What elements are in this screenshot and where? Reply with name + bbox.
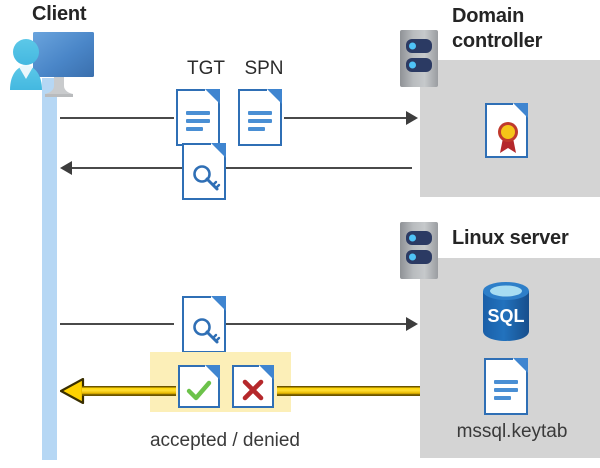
tgt-label: TGT [187,58,225,79]
rack-slot [406,231,432,245]
accepted-document-icon [178,365,220,408]
rack-slot [406,250,432,264]
doc-fold-icon [211,296,226,311]
flow4-line-right [277,386,420,396]
spn-label: SPN [244,58,284,79]
seal-ribbon-icon [498,122,518,153]
flow3-line-right [226,323,412,325]
key-icon [193,165,221,191]
key-icon [193,318,221,344]
request-key-document-icon [182,296,226,353]
keytab-document-icon [484,358,528,415]
flow1-line-right [284,117,412,119]
rack-slot [406,39,432,53]
keytab-label: mssql.keytab [456,421,568,442]
doc-fold-icon [513,358,528,373]
client-lifeline [42,78,57,460]
tgt-document-icon [176,89,220,146]
linux-server-rack-icon [400,222,438,279]
svg-text:SQL: SQL [487,306,524,326]
doc-fold-icon [267,89,282,104]
domain-controller-rack-icon [400,30,438,87]
doc-fold-icon [205,89,220,104]
flow2-arrowhead [60,161,72,175]
doc-text-lines [248,111,272,135]
linux-server-title: Linux server [452,227,569,249]
flow1-line-left [60,117,174,119]
result-caption: accepted / denied [149,430,300,451]
ticket-key-document-icon [182,143,226,200]
flow1-arrowhead [406,111,418,125]
flow2-line-left [72,167,182,169]
doc-fold-icon [205,365,220,380]
sql-database-icon: SQL [480,280,532,342]
doc-fold-icon [211,143,226,158]
denied-document-icon [232,365,274,408]
user-computer-icon [6,26,98,98]
doc-fold-icon [259,365,274,380]
check-icon [186,380,212,401]
client-title: Client [32,3,87,25]
domain-controller-title-text: Domain controller [452,5,543,52]
spn-document-icon [238,89,282,146]
certificate-document-icon [485,103,528,158]
doc-fold-icon [513,103,528,118]
domain-controller-title: Domain controller [452,4,598,54]
flow4-line-left [82,386,176,396]
rack-slot [406,58,432,72]
flow3-arrowhead [406,317,418,331]
flow3-line-left [60,323,174,325]
doc-text-lines [186,111,210,135]
flow2-line-right [226,167,412,169]
doc-text-lines [494,380,518,404]
cross-icon [242,379,264,401]
